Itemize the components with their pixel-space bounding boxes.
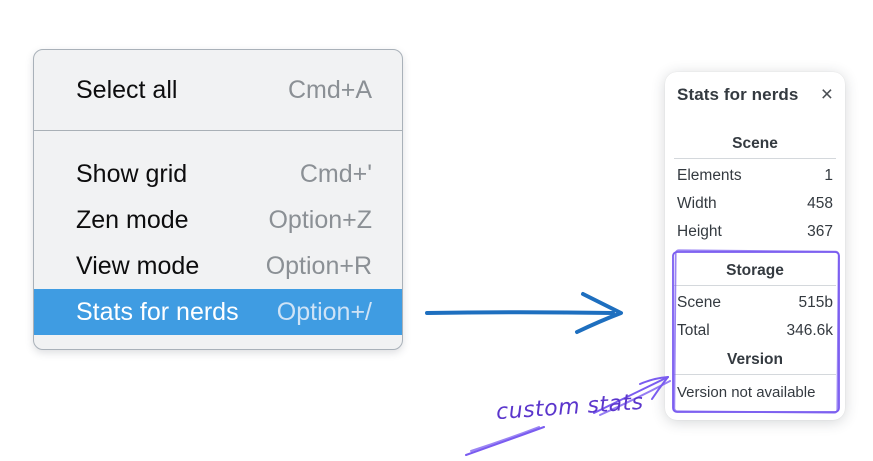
menu-item-shortcut: Cmd+': [299, 159, 372, 188]
menu-item-shortcut: Cmd+A: [287, 75, 372, 104]
stat-label: Width: [677, 195, 717, 212]
menu-item-select-all[interactable]: Select all Cmd+A: [34, 65, 402, 115]
menu-item-shortcut: Option+R: [265, 251, 372, 280]
section-divider: [674, 374, 836, 375]
menu-item-shortcut: Option+/: [276, 297, 372, 326]
menu-section-bottom: Show grid Cmd+' Zen mode Option+Z View m…: [34, 131, 402, 335]
menu-item-stats-for-nerds[interactable]: Stats for nerds Option+/: [34, 289, 402, 335]
stat-row-height: Height 367: [677, 218, 833, 246]
menu-item-shortcut: Option+Z: [268, 205, 372, 234]
stat-label: Elements: [677, 167, 742, 184]
section-heading-version: Version: [727, 351, 783, 368]
scene-rows: Elements 1 Width 458 Height 367: [677, 162, 833, 246]
annotation-label: custom stats: [495, 389, 645, 426]
menu-item-zen-mode[interactable]: Zen mode Option+Z: [34, 197, 402, 243]
stat-value: 458: [807, 195, 833, 212]
section-heading-scene: Scene: [732, 135, 778, 152]
stat-label: Scene: [677, 294, 721, 311]
stat-label: Height: [677, 223, 722, 240]
stat-value: 515b: [798, 294, 833, 311]
section-heading-storage: Storage: [726, 262, 784, 279]
stats-panel-title: Stats for nerds: [677, 85, 799, 104]
menu-section-top: Select all Cmd+A: [34, 50, 402, 130]
menu-item-label: View mode: [76, 251, 200, 280]
stat-row-elements: Elements 1: [677, 162, 833, 190]
stat-value: 1: [824, 167, 833, 184]
stat-value: 367: [807, 223, 833, 240]
section-divider: [674, 285, 836, 286]
menu-item-view-mode[interactable]: View mode Option+R: [34, 243, 402, 289]
menu-item-label: Stats for nerds: [76, 297, 239, 326]
storage-rows: Scene 515b Total 346.6k: [677, 289, 833, 345]
stat-row-width: Width 458: [677, 190, 833, 218]
flow-arrow: [425, 292, 623, 334]
stat-row-scene-size: Scene 515b: [677, 289, 833, 317]
menu-item-label: Show grid: [76, 159, 188, 188]
section-divider: [674, 158, 836, 159]
menu-separator: [34, 130, 402, 131]
annotation-tail-stroke: [465, 426, 545, 456]
stat-label: Total: [677, 322, 710, 339]
menu-item-label: Zen mode: [76, 205, 189, 234]
menu-item-show-grid[interactable]: Show grid Cmd+': [34, 151, 402, 197]
stat-value: 346.6k: [786, 322, 833, 339]
close-icon[interactable]: ×: [820, 83, 833, 106]
stats-panel-header: Stats for nerds ×: [677, 83, 833, 106]
stats-panel: Stats for nerds × Scene Elements 1 Width…: [665, 72, 845, 420]
stat-row-total-size: Total 346.6k: [677, 317, 833, 345]
menu-item-label: Select all: [76, 75, 178, 104]
view-context-menu: Select all Cmd+A Show grid Cmd+' Zen mod…: [33, 49, 403, 350]
version-note: Version not available: [677, 384, 816, 401]
